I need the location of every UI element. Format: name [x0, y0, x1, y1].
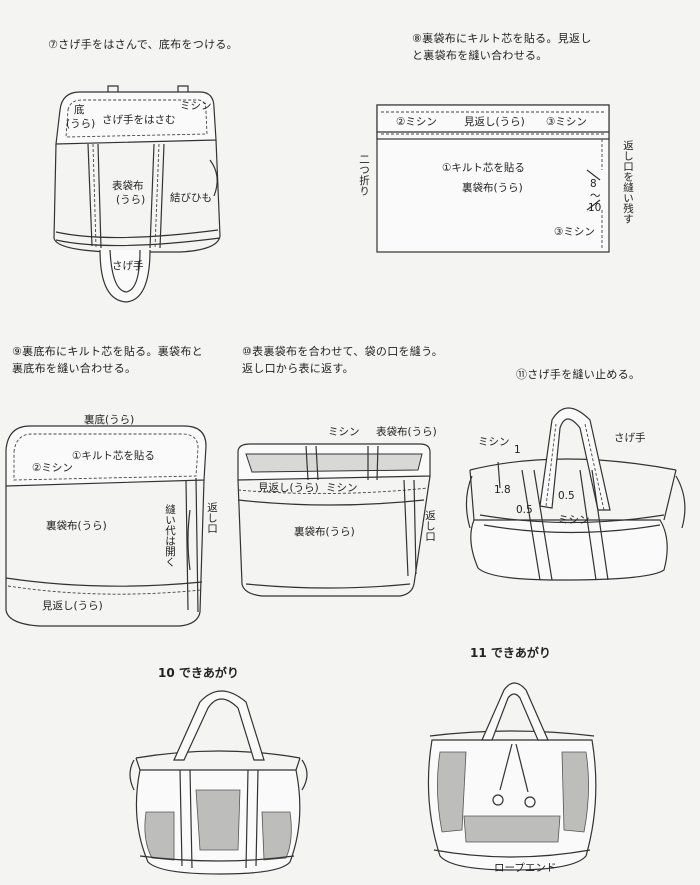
step11-drawing: [465, 407, 686, 581]
step11-sew-label: ミシン: [478, 436, 510, 448]
step11-sew2-label: ミシン: [558, 514, 590, 526]
step7-bottom-label: 底: [74, 104, 85, 116]
step11-caption: ⑪さげ手を縫い止める。: [516, 368, 641, 381]
step11-v18-label: 1.8: [494, 484, 511, 496]
step8-sew3-label: ③ミシン: [546, 116, 587, 128]
step9-lining-label: 裏袋布(うら): [46, 520, 107, 532]
step9-quilt-label: ①キルト芯を貼る: [72, 450, 155, 462]
finished11-title: 11 できあがり: [470, 646, 551, 660]
step8-tilde-label: 〜: [590, 190, 601, 202]
step11-v05b-label: 0.5: [516, 504, 533, 516]
step7-insert-handle-label: さげ手をはさむ: [102, 114, 176, 126]
step8-opening-label: 返し口を縫い残す: [622, 140, 634, 224]
step8-sew3b-label: ③ミシン: [554, 226, 595, 238]
step9-facing-label: 見返し(うら): [42, 600, 103, 612]
step7-bottom-ura-label: (うら): [66, 118, 96, 130]
step8-facing-label: 見返し(うら): [464, 116, 525, 128]
step9-seam-open-label: 縫い代は開く: [164, 504, 176, 567]
step8-caption-line2: と裏袋布を縫い合わせる。: [412, 49, 548, 62]
step7-outer-ura-label: (うら): [116, 194, 146, 206]
step9-lining-bottom-label: 裏底(うら): [84, 414, 135, 426]
step7-drawing: [53, 85, 221, 303]
step7-outer-label: 表袋布: [112, 180, 144, 192]
step8-quilt-label: ①キルト芯を貼る: [442, 162, 525, 174]
step10-lining-label: 裏袋布(うら): [294, 526, 355, 538]
step9-opening-label: 返し口: [206, 502, 218, 534]
step11-one-label: 1: [514, 444, 521, 456]
step11-handle-label: さげ手: [614, 432, 646, 444]
step10-facing-label: 見返し(うら): [258, 482, 319, 494]
step9-drawing: [5, 425, 207, 627]
step9-sew2-label: ②ミシン: [32, 462, 73, 474]
finished11-rope-end-label: ロープエンド: [494, 862, 557, 874]
step10-caption-line1: ⑩表裏袋布を合わせて、袋の口を縫う。: [242, 345, 444, 358]
step8-num8-label: 8: [590, 178, 597, 190]
step7-handle-label: さげ手: [112, 260, 144, 272]
step10-caption-line2: 返し口から表に返す。: [242, 362, 354, 375]
finished10-drawing: [129, 690, 308, 875]
finished11-drawing: [427, 682, 597, 871]
step10-drawing: [237, 443, 431, 597]
step8-drawing: [376, 104, 610, 253]
step7-caption: ⑦さげ手をはさんで、底布をつける。: [48, 38, 238, 51]
step9-caption-line2: 裏底布を縫い合わせる。: [12, 362, 137, 375]
step10-outer-label: 表袋布(うら): [376, 426, 437, 438]
step7-sew-label: ミシン: [180, 100, 212, 112]
step8-sew2-label: ②ミシン: [396, 116, 437, 128]
step10-opening-label: 返し口: [424, 510, 436, 542]
step8-caption-line1: ⑧裏袋布にキルト芯を貼る。見返し: [412, 32, 592, 45]
step8-num10-label: 10: [588, 202, 602, 214]
step9-caption-line1: ⑨裏底布にキルト芯を貼る。裏袋布と: [12, 345, 203, 358]
step8-lining-label: 裏袋布(うら): [462, 182, 523, 194]
step7-tie-label: 結びひも: [170, 192, 212, 204]
step10-sew-label: ミシン: [328, 426, 360, 438]
step11-v05a-label: 0.5: [558, 490, 575, 502]
finished10-title: 10 できあがり: [158, 666, 239, 680]
step10-sew2-label: ミシン: [326, 482, 358, 494]
step8-fold-label: 二つ折り: [358, 154, 370, 196]
